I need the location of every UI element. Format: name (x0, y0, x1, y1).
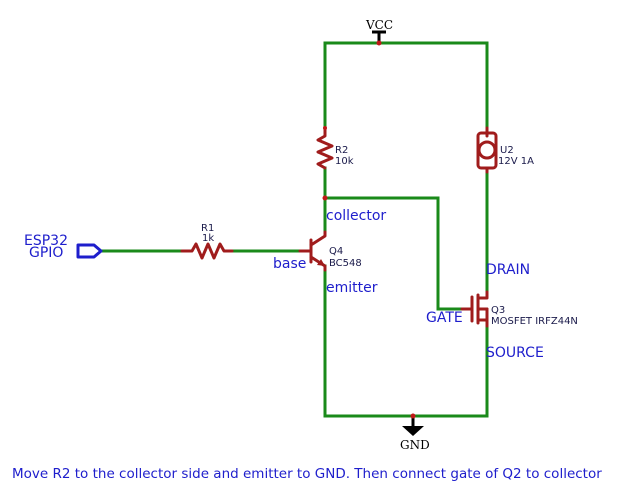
motor-u2: U2 12V 1A (476, 126, 534, 174)
port-label-line2: GPIO (29, 245, 63, 261)
esp32-gpio-port: ESP32 GPIO (24, 233, 103, 261)
q4-emitter-arrow-icon (317, 259, 325, 266)
r2-value: 10k (335, 156, 354, 167)
r1-value: 1k (202, 233, 214, 244)
q4-collector-label: collector (326, 208, 386, 224)
vcc-symbol: VCC (365, 18, 393, 43)
q4-value: BC548 (329, 258, 362, 269)
r1-ref: R1 (201, 223, 214, 234)
mosfet-q3: Q3 MOSFET IRFZ44N DRAIN GATE SOURCE (426, 262, 578, 361)
resistor-r2: R2 10k (316, 126, 354, 170)
wire-emitter-to-gnd (323, 264, 489, 418)
q4-base-label: base (273, 256, 306, 272)
instruction-caption: Move R2 to the collector side and emitte… (12, 466, 602, 482)
q3-ref: Q3 (491, 305, 505, 316)
q3-drain-lead (476, 290, 489, 300)
port-label-line1: ESP32 (24, 233, 68, 249)
q4-collector-lead (309, 230, 327, 247)
u2-ref: U2 (500, 145, 514, 156)
q3-gate-label: GATE (426, 310, 463, 326)
gnd-symbol: GND (400, 416, 430, 452)
transistor-q4: Q4 BC548 collector base emitter (273, 208, 386, 296)
gnd-label: GND (400, 438, 430, 452)
port-arrow-icon (76, 243, 103, 259)
q3-drain-label: DRAIN (486, 262, 530, 278)
wire-collector-to-gate (323, 196, 472, 311)
r2-ref: R2 (335, 145, 348, 156)
resistor-r1: R1 1k (180, 223, 234, 260)
motor-body-icon (476, 131, 498, 170)
q4-ref: Q4 (329, 246, 343, 257)
junction-collector (322, 195, 328, 201)
q3-source-label: SOURCE (486, 345, 544, 361)
junction-r2-top (323, 126, 327, 130)
r2-body (316, 126, 334, 170)
q4-emitter-label: emitter (326, 280, 378, 296)
junction-gnd (410, 413, 416, 419)
u2-value: 12V 1A (498, 156, 534, 167)
q3-value: MOSFET IRFZ44N (491, 316, 578, 327)
junction-vcc (376, 40, 382, 46)
wires (99, 41, 489, 418)
r1-body (180, 242, 234, 260)
vcc-label: VCC (365, 18, 393, 32)
